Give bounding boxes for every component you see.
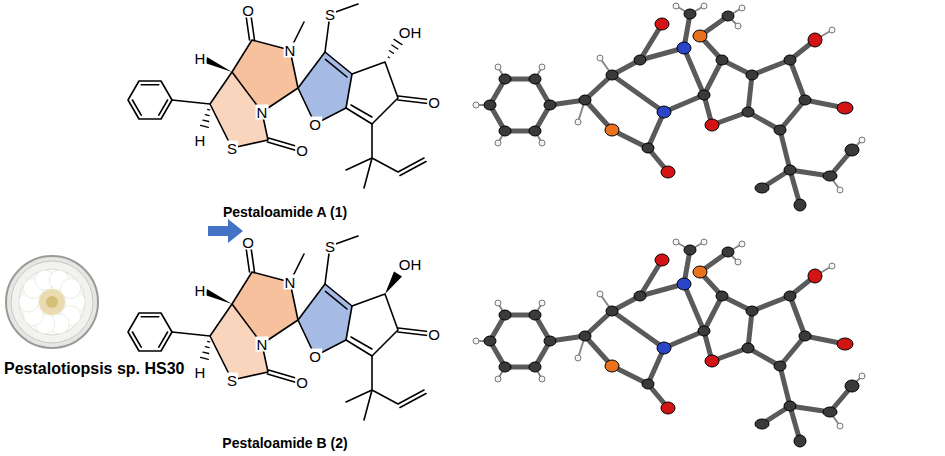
- culture-node: Pestalotiopsis sp. HS30: [4, 254, 185, 378]
- atom-label: O: [308, 349, 322, 364]
- culture-plate: [46, 296, 58, 308]
- structure-drawing: [385, 271, 402, 294]
- culture-plate: [61, 278, 81, 298]
- compound-name: Pestaloamide B (2): [222, 435, 347, 451]
- culture-plate: [6, 256, 98, 348]
- atom-label: N: [256, 337, 269, 352]
- atom-label: H: [194, 133, 207, 148]
- atom-label: H: [194, 365, 207, 380]
- atom-label: S: [226, 373, 238, 388]
- atom-label: O: [241, 235, 255, 250]
- atom-label: OH: [398, 257, 423, 272]
- atom-label: OH: [398, 25, 423, 40]
- atom-label: O: [295, 143, 309, 158]
- culture-plate: [19, 269, 85, 335]
- structure-drawing: [473, 239, 865, 447]
- compound-name: Pestaloamide A (1): [223, 204, 347, 220]
- structure-drawing: [128, 236, 430, 420]
- atom-label: N: [256, 105, 269, 120]
- atom-label: O: [295, 375, 309, 390]
- structure-drawing: [473, 3, 865, 211]
- culture-plate: [11, 261, 93, 343]
- petri-dish: [4, 254, 100, 350]
- atom-label: H: [194, 51, 207, 66]
- atom-label: S: [226, 141, 238, 156]
- strain-name: Pestalotiopsis sp. HS30: [4, 360, 185, 378]
- atom-label: O: [241, 3, 255, 18]
- culture-plate: [39, 289, 65, 315]
- atom-label: O: [308, 117, 322, 132]
- atom-label: S: [324, 7, 336, 22]
- structure-drawing: [388, 39, 402, 57]
- structure-drawing: [208, 219, 243, 243]
- atom-label: H: [194, 283, 207, 298]
- atom-label: S: [324, 239, 336, 254]
- structure-drawing: [128, 4, 430, 188]
- atom-label: N: [284, 275, 297, 290]
- atom-label: N: [284, 43, 297, 58]
- atom-label: O: [427, 95, 441, 110]
- atom-label: O: [427, 327, 441, 342]
